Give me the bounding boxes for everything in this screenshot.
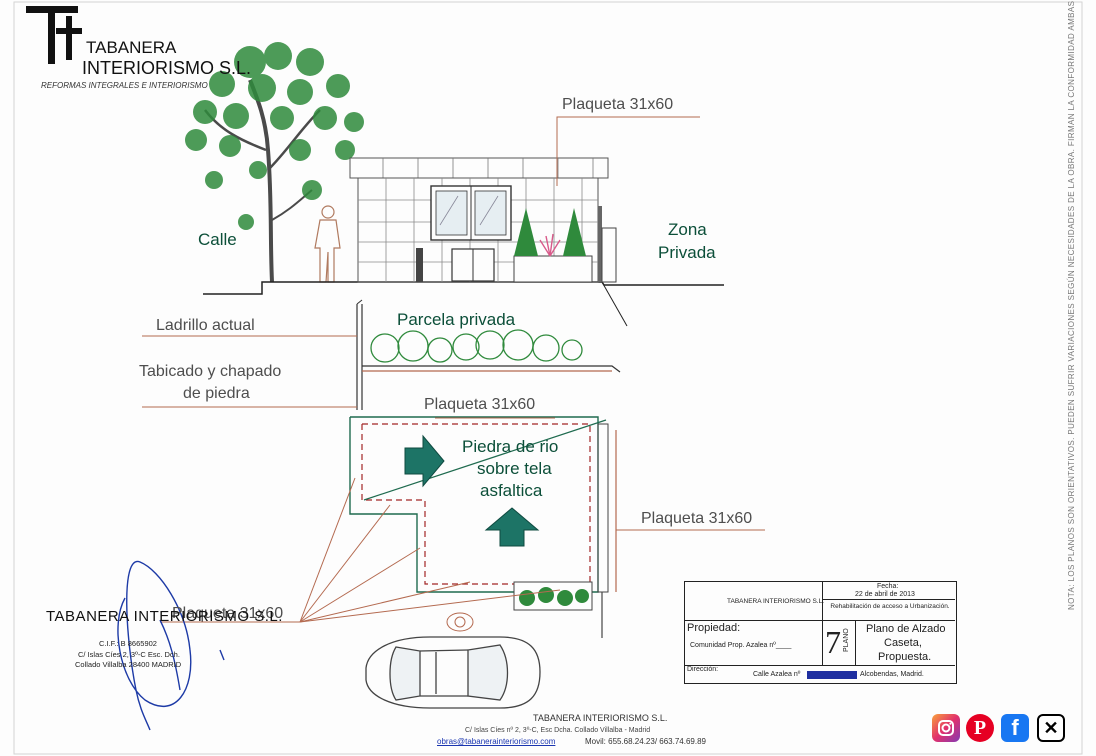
label-calle: Calle	[198, 230, 237, 249]
tb-plano-number: 7	[825, 624, 841, 660]
ground-section	[601, 281, 628, 327]
tb-direccion-redacted	[807, 671, 857, 679]
pinterest-icon[interactable]: P	[966, 714, 994, 742]
tb-direccion-b: Alcobendas, Madrid.	[860, 671, 924, 678]
instagram-icon[interactable]	[932, 714, 960, 742]
stamp-name: TABANERA INTERIORISMO S.L.	[46, 608, 283, 625]
brick-wall	[356, 299, 621, 410]
planter-plan	[513, 581, 593, 611]
label-ladrillo: Ladrillo actual	[156, 317, 255, 334]
pedestrian-topview	[446, 612, 474, 632]
label-plaqueta-right: Plaqueta 31x60	[641, 510, 753, 527]
stamp-cif: C.I.F.: B 8665902	[99, 639, 157, 648]
label-parcela: Parcela privada	[397, 310, 516, 329]
tb-plano-label: PLANO	[843, 628, 850, 652]
tb-project: Rehabilitación de acceso a Urbanización.	[830, 603, 950, 610]
label-zona-1: Zona	[668, 220, 707, 239]
footer-phones: Movil: 655.68.24.23/ 663.74.69.89	[585, 737, 706, 746]
label-plaqueta-left: Plaqueta 31x60	[172, 605, 284, 622]
hedge-parcela	[370, 329, 583, 363]
footer-email[interactable]: obras@tabanerainteriorismo.com	[437, 737, 556, 746]
side-note: NOTA: LOS PLANOS SON ORIENTATIVOS. PUEDE…	[1067, 0, 1076, 610]
label-piedra-3: asfaltica	[480, 481, 543, 500]
title-block: TABANERA INTERIORISMO S.L. Fecha: 22 de …	[684, 581, 957, 684]
tb-fecha-value: 22 de abril de 2013	[855, 591, 915, 598]
caseta-elevation	[349, 157, 617, 283]
company-logo	[26, 6, 82, 64]
tb-direccion-a: Calle Azalea nº	[753, 671, 801, 678]
person-figure	[314, 205, 341, 283]
tb-propiedad-value: Comunidad Prop. Azalea nº____	[690, 642, 792, 649]
label-plaqueta-top: Plaqueta 31x60	[562, 96, 674, 113]
page-border	[13, 1, 1083, 755]
label-piedra-2: sobre tela	[477, 459, 552, 478]
stamp-city: Collado Villalba 28400 MADRID	[75, 660, 182, 669]
label-plaqueta-mid: Plaqueta 31x60	[424, 396, 536, 413]
label-tabicado-2: de piedra	[183, 385, 250, 402]
footer-address: C/ Islas Cíes nº 2, 3º-C, Esc Dcha. Coll…	[465, 727, 651, 734]
footer-company: TABANERA INTERIORISMO S.L.	[533, 713, 668, 723]
label-zona-2: Privada	[658, 243, 716, 262]
signature	[117, 561, 225, 731]
arrow-right-icon	[404, 434, 445, 488]
x-icon[interactable]: ✕	[1037, 714, 1065, 742]
tb-direccion-label: Dirección:	[687, 666, 719, 673]
company-name-line2: INTERIORISMO S.L.	[82, 58, 252, 78]
tb-fecha-label: Fecha:	[877, 583, 899, 590]
leaders-plaqueta	[160, 417, 765, 623]
car-topview	[365, 636, 541, 709]
tb-company: TABANERA INTERIORISMO S.L.	[727, 598, 825, 605]
label-tabicado-1: Tabicado y chapado	[139, 363, 282, 380]
facebook-icon[interactable]: f	[1001, 714, 1029, 742]
leader-plaqueta-top	[556, 116, 700, 186]
label-piedra-1: Piedra de rio	[462, 437, 559, 456]
ground-line	[203, 281, 724, 295]
paved-area	[349, 416, 617, 638]
tb-plano-title-3: Propuesta.	[878, 651, 932, 663]
company-tagline: REFORMAS INTEGRALES E INTERIORISMO	[41, 81, 208, 90]
arrow-up-icon	[484, 507, 540, 547]
stamp-address: C/ Islas Cíes 2, 3º-C Esc. Dch.	[78, 650, 180, 659]
tree-elevation	[185, 42, 364, 283]
tb-propiedad-label: Propiedad:	[687, 622, 741, 634]
tb-plano-title-2: Caseta,	[884, 637, 922, 649]
company-name-line1: TABANERA	[86, 38, 177, 57]
tb-plano-title-1: Plano de Alzado	[866, 623, 946, 635]
